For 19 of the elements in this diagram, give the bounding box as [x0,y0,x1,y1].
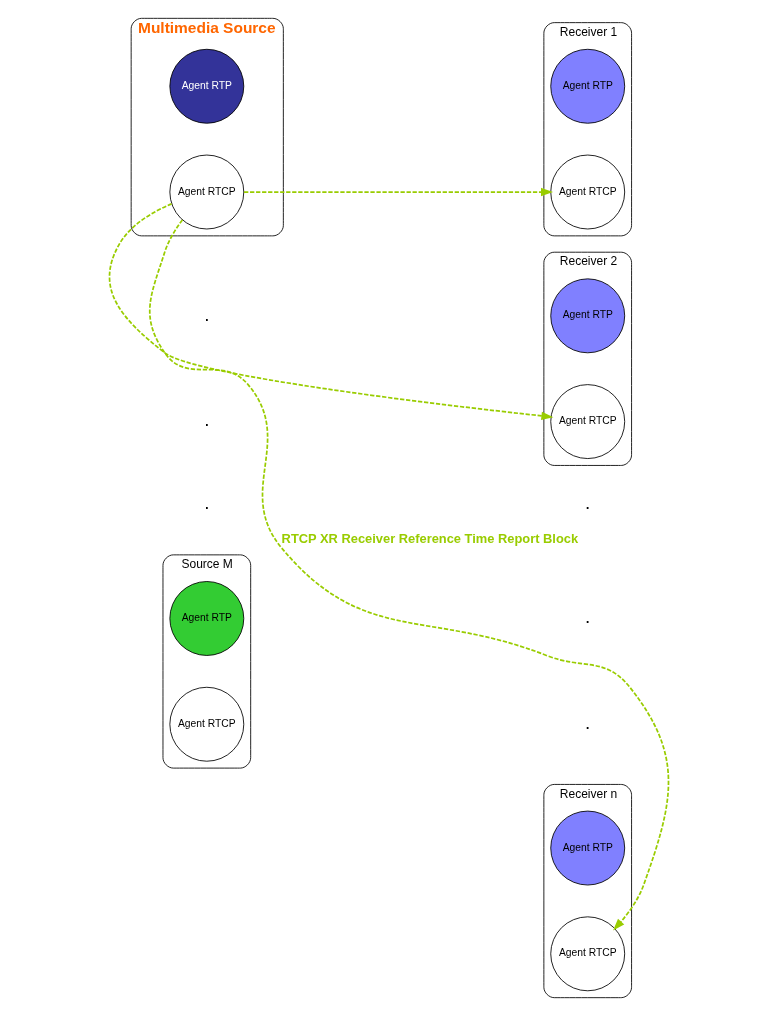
label: . [203,303,209,325]
label: . [203,409,209,431]
label: . [584,491,590,513]
node-circle: Agent RTCP [549,154,625,230]
node-circle: Agent RTP [549,810,625,886]
node-circle: Agent RTCP [168,154,244,230]
arrow [108,203,553,421]
arrow [242,187,553,197]
node-circle: Agent RTCP [168,686,244,762]
label: . [584,606,590,628]
node-circle: Agent RTCP [549,384,625,459]
node-circle: Agent RTP [549,278,625,354]
edge-label: RTCP XR Receiver Reference Time Report Block [281,530,578,546]
arrow [148,219,669,931]
label: . [203,491,209,513]
label: . [584,712,590,734]
node-circle: Agent RTP [549,48,625,124]
node-circle: Agent RTP [168,48,244,124]
node-circle: Agent RTP [168,581,244,656]
